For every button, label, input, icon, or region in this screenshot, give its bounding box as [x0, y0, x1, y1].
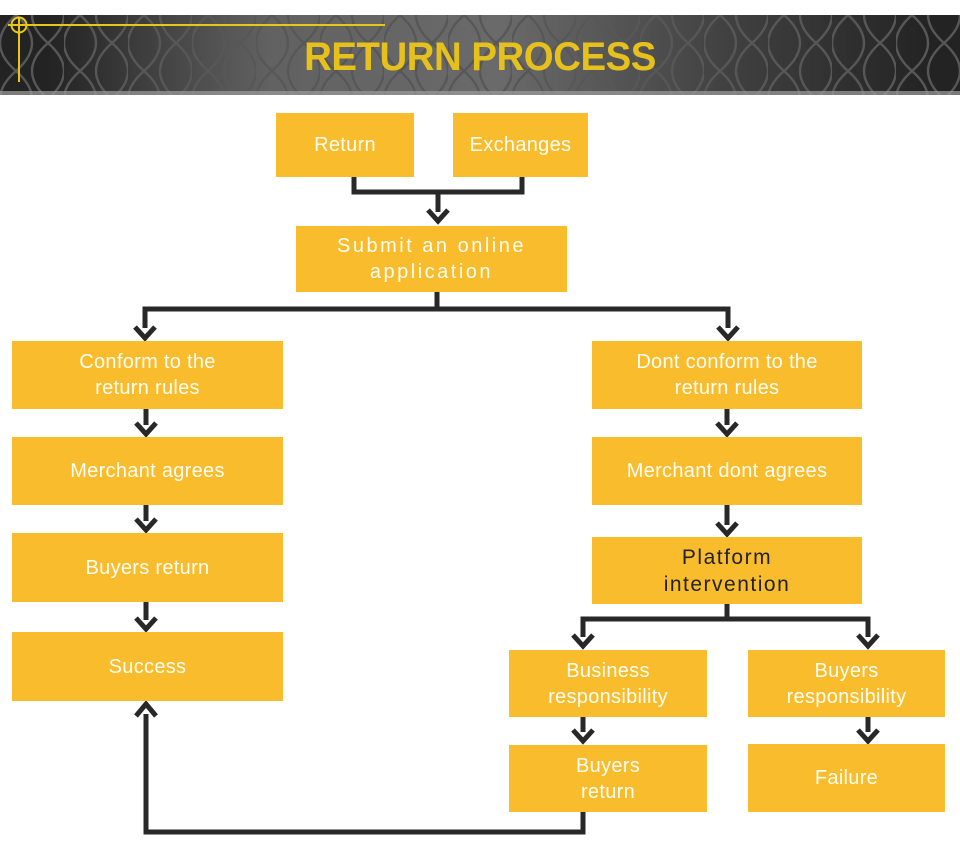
node-submit-application: Submit an online application — [296, 226, 567, 292]
node-buyers-return: Buyers return — [12, 533, 283, 602]
node-merchant-agrees: Merchant agrees — [12, 437, 283, 505]
arrowhead-down-icon — [856, 633, 880, 650]
header-bottom-strip — [0, 91, 960, 95]
node-return: Return — [276, 113, 414, 177]
node-exchanges: Exchanges — [453, 113, 588, 177]
connector-conform-to-merchant-agrees — [134, 409, 158, 438]
connector-merchant-dont-to-platform — [715, 505, 739, 538]
arrowhead-up-icon — [134, 700, 158, 718]
node-buyers-responsibility: Buyers responsibility — [748, 650, 945, 717]
arrowhead-down-icon — [571, 728, 595, 745]
connector-buyers-return-to-success — [134, 602, 158, 633]
header-band: RETURN PROCESS — [0, 15, 960, 95]
connector-buyersresp-to-failure — [856, 717, 880, 745]
connector-dontconform-to-merchant-dont — [715, 409, 739, 438]
arrowhead-down-icon — [715, 521, 739, 538]
chainlink-mesh-pattern — [0, 15, 960, 95]
connector-feedback-buyers-return-to-success — [134, 700, 586, 835]
connector-business-to-buyers-return — [571, 717, 595, 745]
node-buyers-return-final: Buyers return — [509, 745, 707, 812]
arrowhead-down-icon — [133, 325, 157, 342]
arrowhead-down-icon — [571, 633, 595, 650]
crosshair-ornament — [8, 16, 385, 82]
arrowhead-down-icon — [134, 517, 158, 534]
node-dont-conform-rules: Dont conform to the return rules — [592, 341, 862, 409]
node-platform-intervention: Platform intervention — [592, 537, 862, 604]
node-success: Success — [12, 632, 283, 701]
node-merchant-dont-agrees: Merchant dont agrees — [592, 437, 862, 505]
arrowhead-down-icon — [426, 208, 450, 225]
node-business-responsibility: Business responsibility — [509, 650, 707, 717]
connector-merchant-agrees-to-buyers-return — [134, 505, 158, 534]
connector-merge-return-exchanges — [351, 177, 525, 225]
page-title: RETURN PROCESS — [304, 35, 656, 79]
arrowhead-down-icon — [716, 325, 740, 342]
arrowhead-down-icon — [856, 728, 880, 745]
arrowhead-down-icon — [715, 421, 739, 438]
node-conform-rules: Conform to the return rules — [12, 341, 283, 409]
arrowhead-down-icon — [134, 616, 158, 633]
connector-submit-split — [133, 292, 740, 342]
node-failure: Failure — [748, 744, 945, 812]
arrowhead-down-icon — [134, 421, 158, 438]
connector-platform-split — [571, 604, 880, 650]
